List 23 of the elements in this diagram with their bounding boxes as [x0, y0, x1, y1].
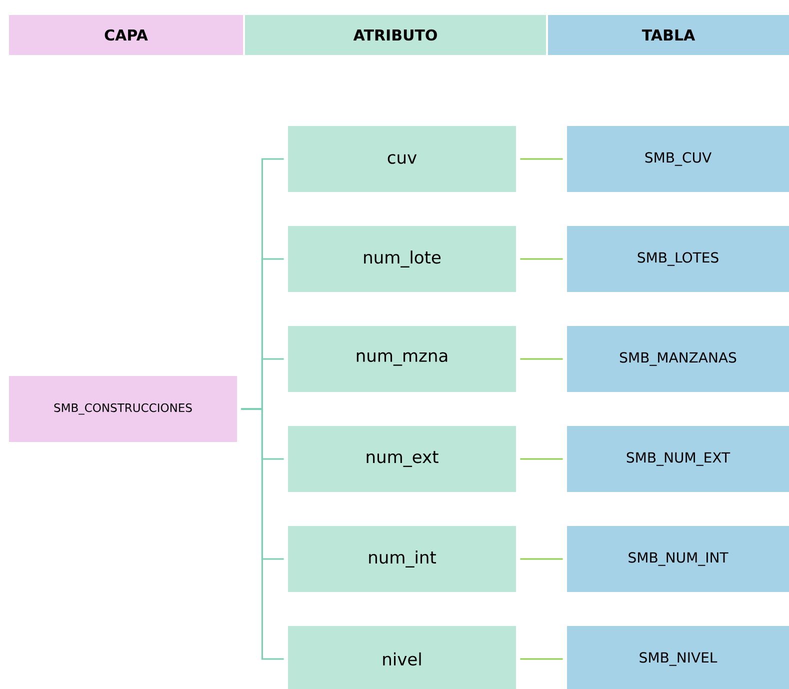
table-box: SMB_LOTES [567, 226, 789, 292]
connector-line [520, 258, 563, 260]
connector-line [241, 408, 284, 660]
table-box: SMB_NIVEL [567, 626, 789, 689]
connector-line [520, 458, 563, 460]
column-header: CAPA [9, 15, 243, 55]
column-header: TABLA [548, 15, 789, 55]
connector-line [520, 358, 563, 360]
connector-line [520, 658, 563, 660]
attribute-box: num_ext [288, 426, 516, 492]
table-box: SMB_MANZANAS [567, 326, 789, 392]
connector-line [520, 158, 563, 160]
column-header: ATRIBUTO [245, 15, 546, 55]
layer-box: SMB_CONSTRUCCIONES [9, 376, 237, 442]
attribute-box: cuv [288, 126, 516, 192]
table-box: SMB_NUM_EXT [567, 426, 789, 492]
attribute-box: num_mzna [288, 326, 516, 392]
table-box: SMB_NUM_INT [567, 526, 789, 592]
attribute-box: num_lote [288, 226, 516, 292]
attribute-box: num_int [288, 526, 516, 592]
table-box: SMB_CUV [567, 126, 789, 192]
connector-line [520, 558, 563, 560]
attribute-box: nivel [288, 626, 516, 689]
